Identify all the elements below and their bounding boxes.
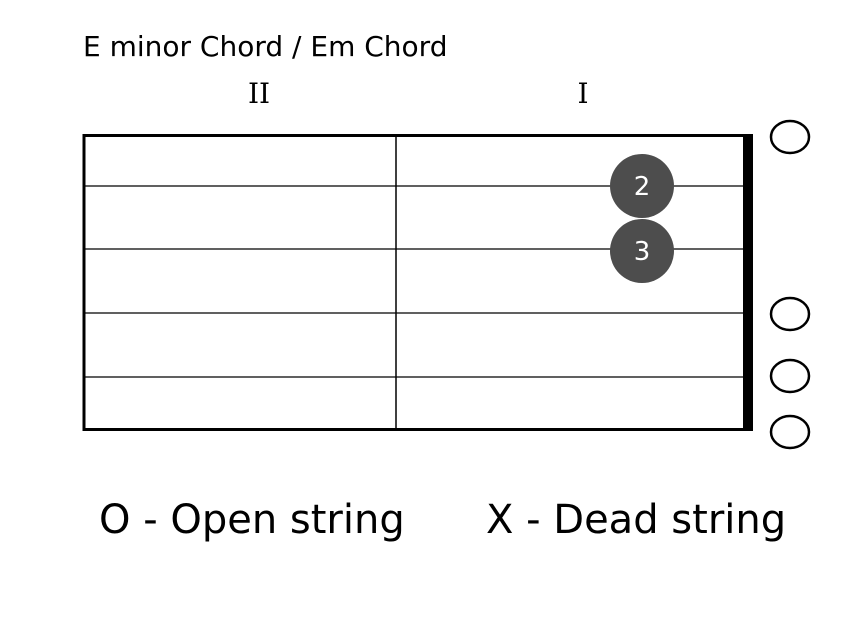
open-string-marker [769, 296, 811, 332]
open-string-marker [769, 358, 811, 394]
open-string-marker [769, 414, 811, 450]
finger-circle [610, 219, 674, 283]
open-string-markers [769, 119, 811, 450]
finger-number: 2 [634, 172, 651, 202]
nut [743, 134, 753, 431]
finger-marker: 3 [610, 219, 674, 283]
finger-circle [610, 154, 674, 218]
finger-number: 3 [634, 237, 651, 267]
fret-label-1: I [577, 77, 588, 110]
fret-label-2: II [248, 77, 270, 110]
legend-dead-string: X - Dead string [486, 497, 786, 543]
finger-markers: 23 [610, 154, 674, 283]
chord-title: E minor Chord / Em Chord [83, 30, 447, 63]
legend-open-string: O - Open string [99, 497, 405, 543]
open-string-marker [769, 119, 811, 155]
finger-marker: 2 [610, 154, 674, 218]
